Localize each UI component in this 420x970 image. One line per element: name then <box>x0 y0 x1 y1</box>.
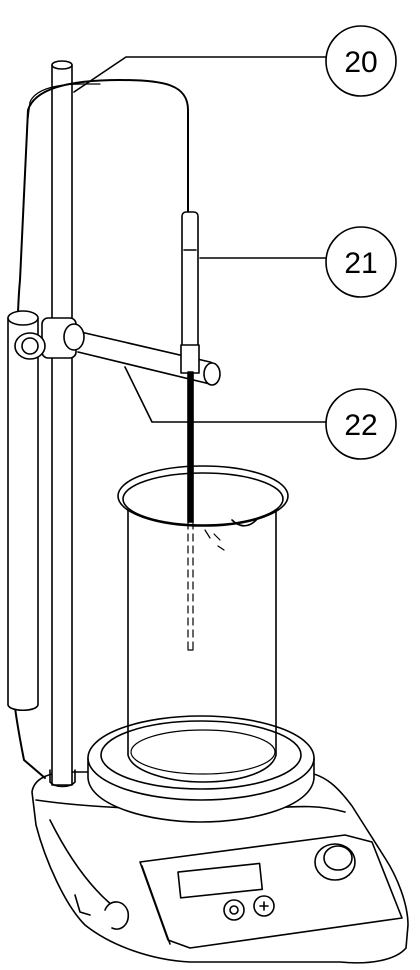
callout-20: 20 <box>325 25 397 97</box>
callout-label: 21 <box>344 247 377 280</box>
callout-circle <box>325 226 397 298</box>
callout-22: 22 <box>325 388 397 460</box>
holder-sleeve <box>7 310 39 712</box>
beaker-body <box>127 504 277 783</box>
probe-holder <box>180 344 200 374</box>
control-panel-left-edge <box>141 865 171 945</box>
beaker <box>117 465 289 783</box>
plate-top <box>87 715 315 801</box>
callout-circle <box>325 25 397 97</box>
base-foot <box>104 901 130 930</box>
display-screen <box>177 862 264 899</box>
leader-line-22 <box>124 366 328 423</box>
heating-plate <box>87 715 315 823</box>
probe-handle <box>181 211 199 363</box>
probe-rod <box>187 371 194 523</box>
callout-label: 22 <box>344 409 377 442</box>
minus-button[interactable] <box>223 899 245 921</box>
callout-circle <box>325 388 397 460</box>
probe-submerged <box>187 521 194 651</box>
leader-line-20 <box>73 56 328 93</box>
speed-knob[interactable] <box>314 843 356 881</box>
beaker-rim <box>117 465 289 527</box>
temperature-probe <box>180 211 200 651</box>
support-rod <box>49 60 76 788</box>
callout-label: 20 <box>344 46 377 79</box>
rod <box>51 64 73 786</box>
control-panel <box>139 834 403 949</box>
base-foot-left <box>74 894 91 916</box>
sleeve-tube <box>7 317 39 712</box>
clamp-screw-knob[interactable] <box>14 332 46 360</box>
beaker-spout <box>231 517 259 527</box>
beaker-bottom <box>130 729 276 775</box>
callout-21: 21 <box>325 226 397 298</box>
